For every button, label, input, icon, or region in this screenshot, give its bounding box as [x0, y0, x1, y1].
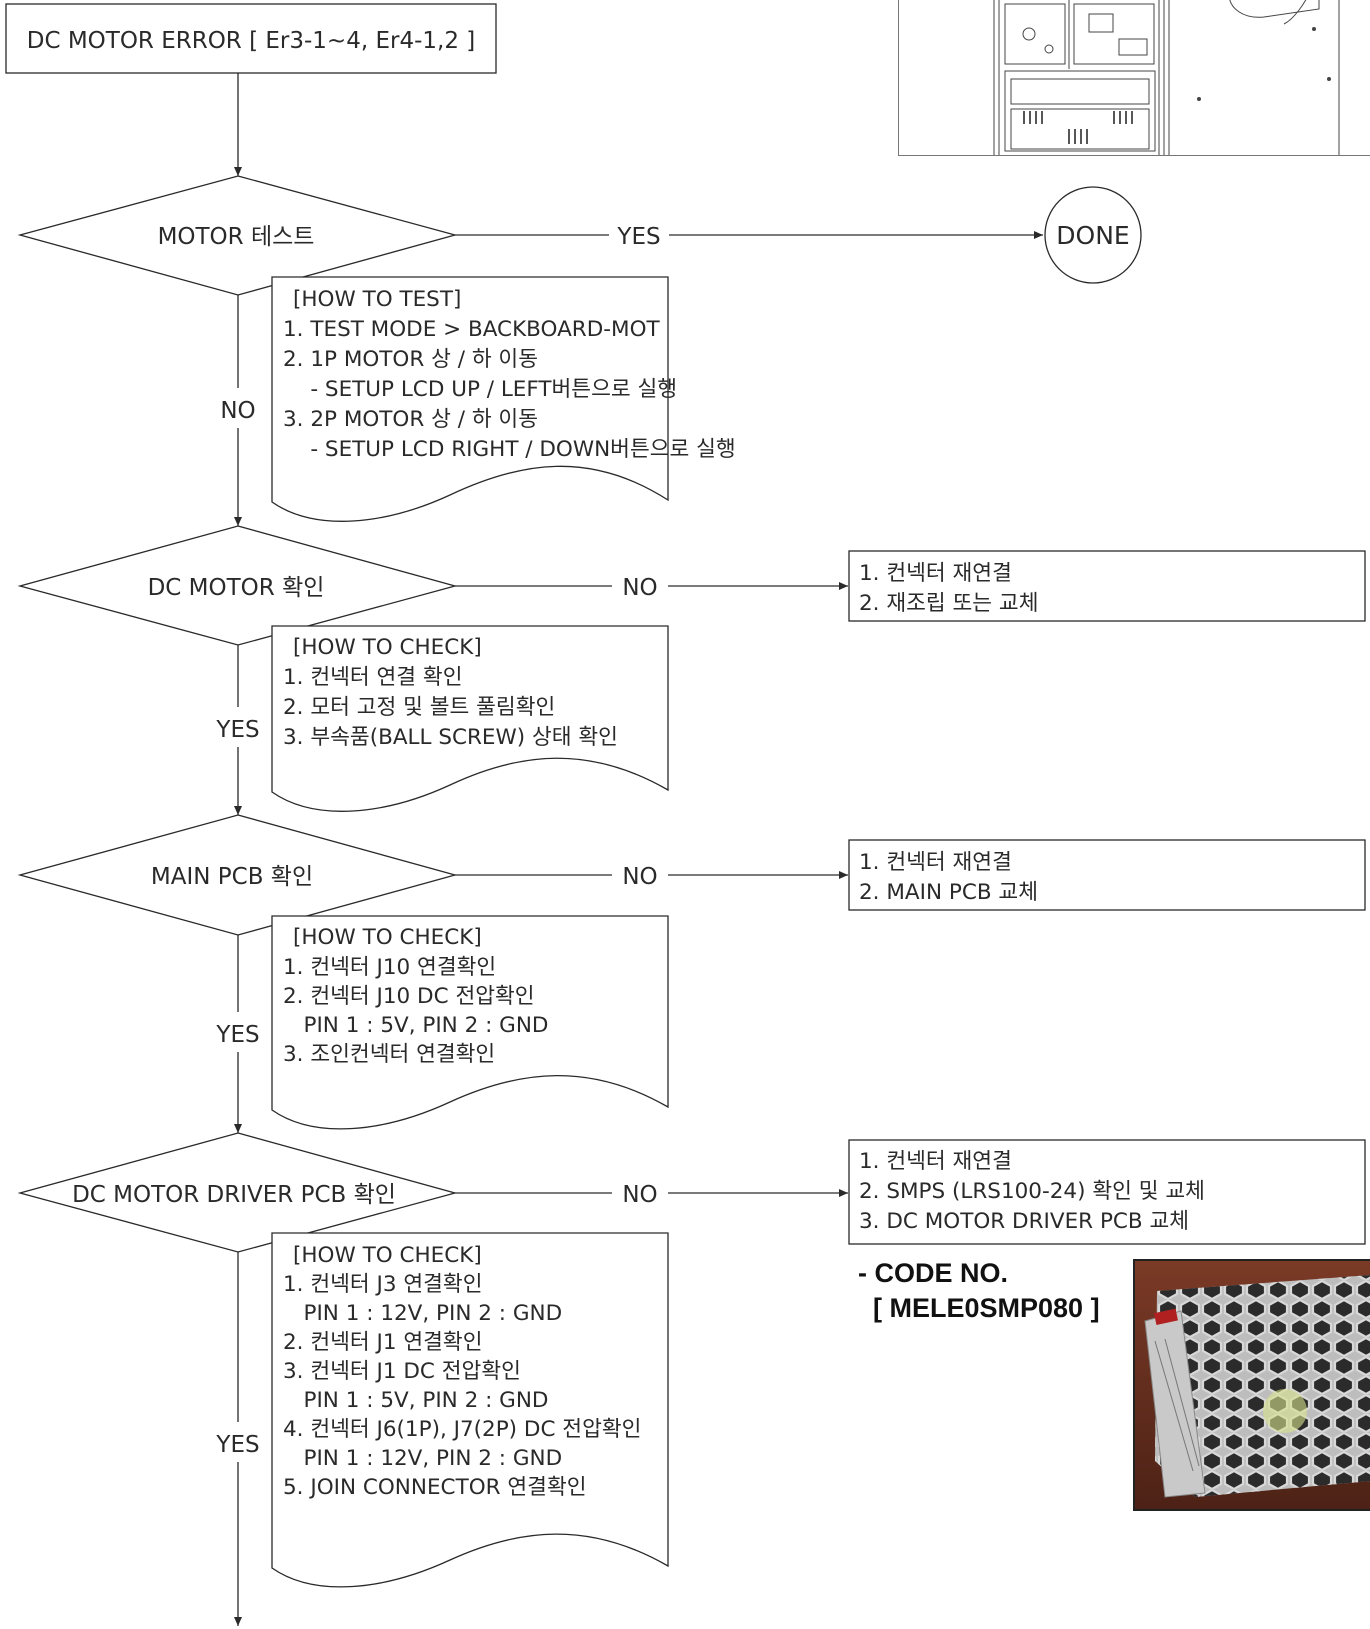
- svg-text:[HOW TO TEST]: [HOW TO TEST]: [293, 287, 461, 312]
- svg-text:1. 컨넥터 연결 확인: 1. 컨넥터 연결 확인: [283, 665, 462, 690]
- svg-text:2. 1P MOTOR 상 / 하 이동: 2. 1P MOTOR 상 / 하 이동: [283, 347, 538, 372]
- smps-illustration: [1135, 1261, 1370, 1509]
- svg-text:- SETUP LCD RIGHT / DOWN버튼으로 실: - SETUP LCD RIGHT / DOWN버튼으로 실행: [283, 437, 736, 462]
- svg-text:PIN 1 : 5V, PIN 2 : GND: PIN 1 : 5V, PIN 2 : GND: [283, 1013, 549, 1038]
- decision-dc-motor-check-label: DC MOTOR 확인: [148, 575, 325, 601]
- svg-text:PIN 1 : 12V, PIN 2 : GND: PIN 1 : 12V, PIN 2 : GND: [283, 1446, 562, 1471]
- decision-motor-test-label: MOTOR 테스트: [158, 224, 315, 250]
- action-driver-pcb-line2: 2. SMPS (LRS100-24) 확인 및 교체: [859, 1179, 1205, 1204]
- decision-driver-pcb-check: [17, 1132, 458, 1253]
- note-dc-motor-check-text: [HOW TO CHECK] 1. 컨넥터 연결 확인 2. 모터 고정 및 볼…: [283, 635, 618, 750]
- smps-photo: [1133, 1259, 1370, 1511]
- cabinet-drawing: [993, 0, 1340, 155]
- note-main-pcb-check-text: [HOW TO CHECK] 1. 컨넥터 J10 연결확인 2. 컨넥터 J1…: [283, 925, 549, 1067]
- d4-down-label: YES: [215, 1432, 259, 1458]
- decision-main-pcb-check-label: MAIN PCB 확인: [151, 864, 313, 890]
- svg-text:PIN 1 : 5V, PIN 2 : GND: PIN 1 : 5V, PIN 2 : GND: [283, 1388, 549, 1413]
- start-box: [5, 3, 497, 74]
- note-driver-pcb-check-text: [HOW TO CHECK] 1. 컨넥터 J3 연결확인 PIN 1 : 12…: [283, 1243, 641, 1500]
- svg-text:1. TEST MODE > BACKBOARD-MOT: 1. TEST MODE > BACKBOARD-MOT: [283, 317, 661, 342]
- d1-down-label: NO: [220, 398, 255, 424]
- d2-right-label: NO: [622, 575, 657, 601]
- cabinet-drawing-inset: [898, 0, 1370, 156]
- decision-driver-pcb-check-label: DC MOTOR DRIVER PCB 확인: [72, 1182, 396, 1208]
- action-driver-pcb-line1: 1. 컨넥터 재연결: [859, 1149, 1012, 1174]
- svg-text:- SETUP LCD UP / LEFT버튼으로 실행: - SETUP LCD UP / LEFT버튼으로 실행: [283, 377, 677, 402]
- svg-text:4. 컨넥터 J6(1P), J7(2P) DC 전압확인: 4. 컨넥터 J6(1P), J7(2P) DC 전압확인: [283, 1417, 641, 1442]
- svg-text:2. 컨넥터 J1 연결확인: 2. 컨넥터 J1 연결확인: [283, 1330, 483, 1355]
- svg-text:3. 조인컨넥터 연결확인: 3. 조인컨넥터 연결확인: [283, 1042, 495, 1067]
- start-label: DC MOTOR ERROR [ Er3-1~4, Er4-1,2 ]: [27, 28, 476, 54]
- code-number-note: - CODE NO. [ MELE0SMP080 ]: [858, 1258, 1100, 1323]
- d3-right-label: NO: [622, 864, 657, 890]
- action-main-pcb-line1: 1. 컨넥터 재연결: [859, 850, 1012, 875]
- svg-text:5. JOIN CONNECTOR 연결확인: 5. JOIN CONNECTOR 연결확인: [283, 1475, 587, 1500]
- d4-right-label: NO: [622, 1182, 657, 1208]
- done-label: DONE: [1056, 221, 1129, 250]
- svg-text:2. 모터 고정 및 볼트 풀림확인: 2. 모터 고정 및 볼트 풀림확인: [283, 695, 555, 720]
- decision-dc-motor-check: [17, 525, 458, 646]
- svg-text:2. 컨넥터 J10 DC 전압확인: 2. 컨넥터 J10 DC 전압확인: [283, 984, 535, 1009]
- decision-main-pcb-check: [17, 814, 458, 936]
- decision-motor-test: [17, 175, 458, 296]
- svg-text:[HOW TO CHECK]: [HOW TO CHECK]: [293, 1243, 482, 1268]
- svg-text:3. 2P MOTOR 상 / 하 이동: 3. 2P MOTOR 상 / 하 이동: [283, 407, 538, 432]
- note-how-to-test-text: [HOW TO TEST] 1. TEST MODE > BACKBOARD-M…: [283, 287, 736, 462]
- note-dc-motor-check: [271, 625, 669, 812]
- svg-text:1. 컨넥터 J10 연결확인: 1. 컨넥터 J10 연결확인: [283, 955, 496, 980]
- action-box-dc-motor: [848, 550, 1366, 622]
- action-dc-motor-line2: 2. 재조립 또는 교체: [859, 591, 1038, 616]
- svg-text:[HOW TO CHECK]: [HOW TO CHECK]: [293, 925, 482, 950]
- svg-text:PIN 1 : 12V, PIN 2 : GND: PIN 1 : 12V, PIN 2 : GND: [283, 1301, 562, 1326]
- done-terminal: [1044, 186, 1142, 284]
- action-main-pcb-line2: 2. MAIN PCB 교체: [859, 880, 1038, 905]
- action-driver-pcb-line3: 3. DC MOTOR DRIVER PCB 교체: [859, 1209, 1189, 1234]
- action-box-main-pcb: [848, 839, 1366, 911]
- svg-text:[HOW TO CHECK]: [HOW TO CHECK]: [293, 635, 482, 660]
- svg-text:3. 컨넥터 J1 DC 전압확인: 3. 컨넥터 J1 DC 전압확인: [283, 1359, 521, 1384]
- note-main-pcb-check: [271, 915, 669, 1130]
- svg-text:1. 컨넥터 J3 연결확인: 1. 컨넥터 J3 연결확인: [283, 1272, 483, 1297]
- note-how-to-test: [271, 276, 669, 522]
- note-driver-pcb-check: [271, 1232, 669, 1588]
- d2-down-label: YES: [215, 717, 259, 743]
- action-dc-motor-line1: 1. 컨넥터 재연결: [859, 561, 1012, 586]
- d1-right-label: YES: [616, 224, 660, 250]
- svg-text:3. 부속품(BALL SCREW) 상태 확인: 3. 부속품(BALL SCREW) 상태 확인: [283, 725, 618, 750]
- action-box-driver-pcb: [848, 1139, 1366, 1245]
- d3-down-label: YES: [215, 1022, 259, 1048]
